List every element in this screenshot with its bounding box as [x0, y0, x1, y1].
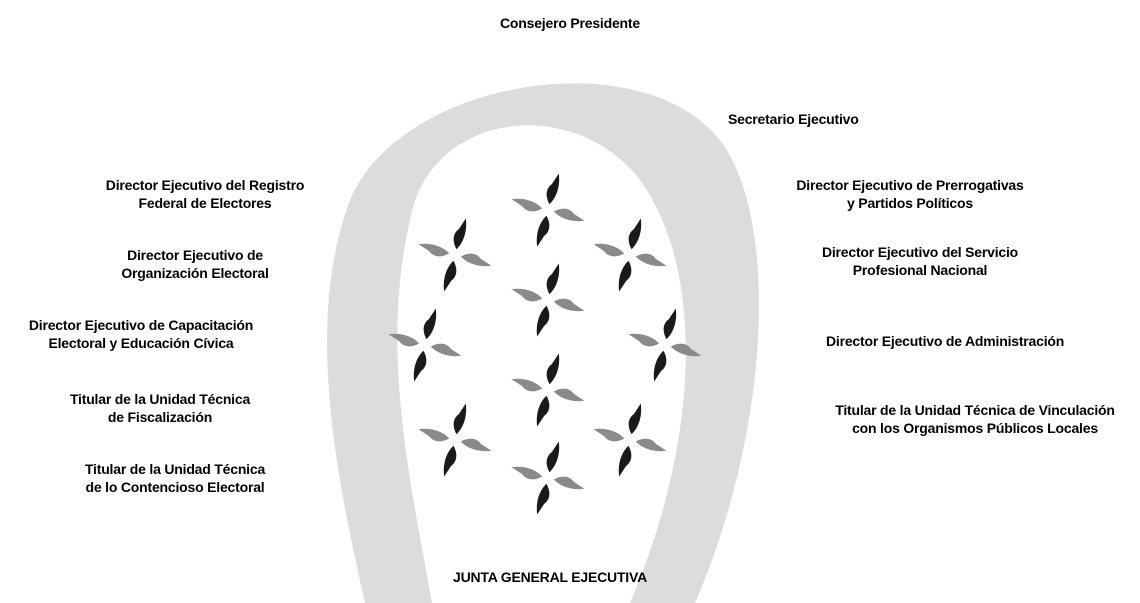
label-line: Director Ejecutivo de Administración: [826, 333, 1065, 349]
label-line: Electoral y Educación Cívica: [48, 335, 234, 352]
pinwheel-petal: [635, 253, 667, 267]
pinwheel-petal: [423, 308, 437, 340]
pinwheel-petal: [628, 403, 642, 435]
label-line: con los Organismos Públicos Locales: [852, 420, 1098, 437]
label-line: de lo Contencioso Electoral: [85, 479, 265, 496]
pinwheel-petal: [460, 253, 492, 267]
label-fiscalizacion: Titular de la Unidad Técnica de Fiscaliz…: [55, 390, 265, 426]
pinwheel-petal: [511, 378, 543, 392]
pinwheel-petal: [635, 438, 667, 452]
pinwheel-petal: [536, 483, 550, 515]
label-line: Director Ejecutivo de Prerrogativas: [796, 177, 1024, 193]
pinwheel-mark: [593, 403, 667, 477]
pinwheel-petal: [546, 263, 560, 295]
label-secretario-ejecutivo: Secretario Ejecutivo: [728, 110, 859, 128]
pinwheel-petal: [511, 466, 543, 480]
label-line: Secretario Ejecutivo: [728, 111, 859, 127]
pinwheel-petal: [628, 333, 660, 347]
label-capacitacion-electoral: Director Ejecutivo de Capacitación Elect…: [6, 316, 276, 352]
pinwheel-petal: [443, 445, 457, 477]
label-line: Titular de la Unidad Técnica: [69, 391, 251, 407]
label-contencioso-electoral: Titular de la Unidad Técnica de lo Conte…: [70, 460, 280, 496]
label-administracion: Director Ejecutivo de Administración: [826, 332, 1064, 350]
pinwheel-petal: [536, 395, 550, 427]
pinwheel-petal: [418, 428, 450, 442]
horseshoe-arch: [327, 83, 759, 603]
label-line: Profesional Nacional: [852, 262, 988, 279]
pinwheel-petal: [553, 298, 585, 312]
label-organizacion-electoral: Director Ejecutivo de Organización Elect…: [100, 246, 290, 282]
label-servicio-profesional: Director Ejecutivo del Servicio Profesio…: [800, 243, 1040, 279]
pinwheel-petal: [511, 198, 543, 212]
label-registro-federal: Director Ejecutivo del Registro Federal …: [85, 176, 325, 212]
pinwheel-petal: [553, 476, 585, 490]
institutional-logo: [388, 173, 702, 515]
pinwheel-petal: [653, 350, 667, 382]
pinwheel-mark: [511, 441, 585, 515]
label-line: Director Ejecutivo de Capacitación: [28, 317, 254, 333]
pinwheel-petal: [618, 445, 632, 477]
pinwheel-mark: [511, 263, 585, 337]
pinwheel-petal: [443, 260, 457, 292]
pinwheel-petal: [536, 305, 550, 337]
pinwheel-petal: [546, 353, 560, 385]
pinwheel-mark: [593, 218, 667, 292]
pinwheel-petal: [413, 350, 427, 382]
label-consejero-presidente: Consejero Presidente: [460, 14, 680, 32]
label-line: y Partidos Políticos: [847, 195, 973, 212]
pinwheel-petal: [511, 288, 543, 302]
pinwheel-mark: [511, 173, 585, 247]
label-vinculacion: Titular de la Unidad Técnica de Vinculac…: [815, 401, 1135, 437]
pinwheel-petal: [388, 333, 420, 347]
label-line: Organización Electoral: [121, 265, 269, 282]
pinwheel-petal: [430, 343, 462, 357]
label-line: Titular de la Unidad Técnica: [84, 461, 266, 477]
label-line: Titular de la Unidad Técnica de Vinculac…: [835, 402, 1115, 418]
label-text: Consejero Presidente: [500, 15, 640, 31]
pinwheel-mark: [511, 353, 585, 427]
label-line: Director Ejecutivo del Registro: [105, 177, 305, 193]
label-line: Federal de Electores: [138, 195, 272, 212]
diagram-title: JUNTA GENERAL EJECUTIVA: [430, 568, 670, 586]
label-line: Director Ejecutivo del Servicio: [821, 244, 1019, 260]
pinwheel-petal: [593, 428, 625, 442]
pinwheel-mark: [418, 403, 492, 477]
pinwheel-petal: [553, 208, 585, 222]
pinwheel-mark: [418, 218, 492, 292]
pinwheel-mark: [628, 308, 702, 382]
pinwheel-mark: [388, 308, 462, 382]
pinwheel-petal: [453, 403, 467, 435]
pinwheel-petal: [663, 308, 677, 340]
pinwheel-petal: [618, 260, 632, 292]
pinwheel-petal: [553, 388, 585, 402]
pinwheel-petal: [670, 343, 702, 357]
pinwheel-petal: [628, 218, 642, 250]
pinwheel-petal: [460, 438, 492, 452]
pinwheel-petal: [418, 243, 450, 257]
pinwheel-petal: [536, 215, 550, 247]
label-prerrogativas: Director Ejecutivo de Prerrogativas y Pa…: [775, 176, 1045, 212]
pinwheel-petal: [593, 243, 625, 257]
label-line: Director Ejecutivo de: [127, 247, 263, 263]
label-text: JUNTA GENERAL EJECUTIVA: [452, 569, 648, 585]
pinwheel-petal: [453, 218, 467, 250]
pinwheel-petal: [546, 441, 560, 473]
pinwheel-petal: [546, 173, 560, 205]
label-line: de Fiscalización: [107, 409, 213, 426]
